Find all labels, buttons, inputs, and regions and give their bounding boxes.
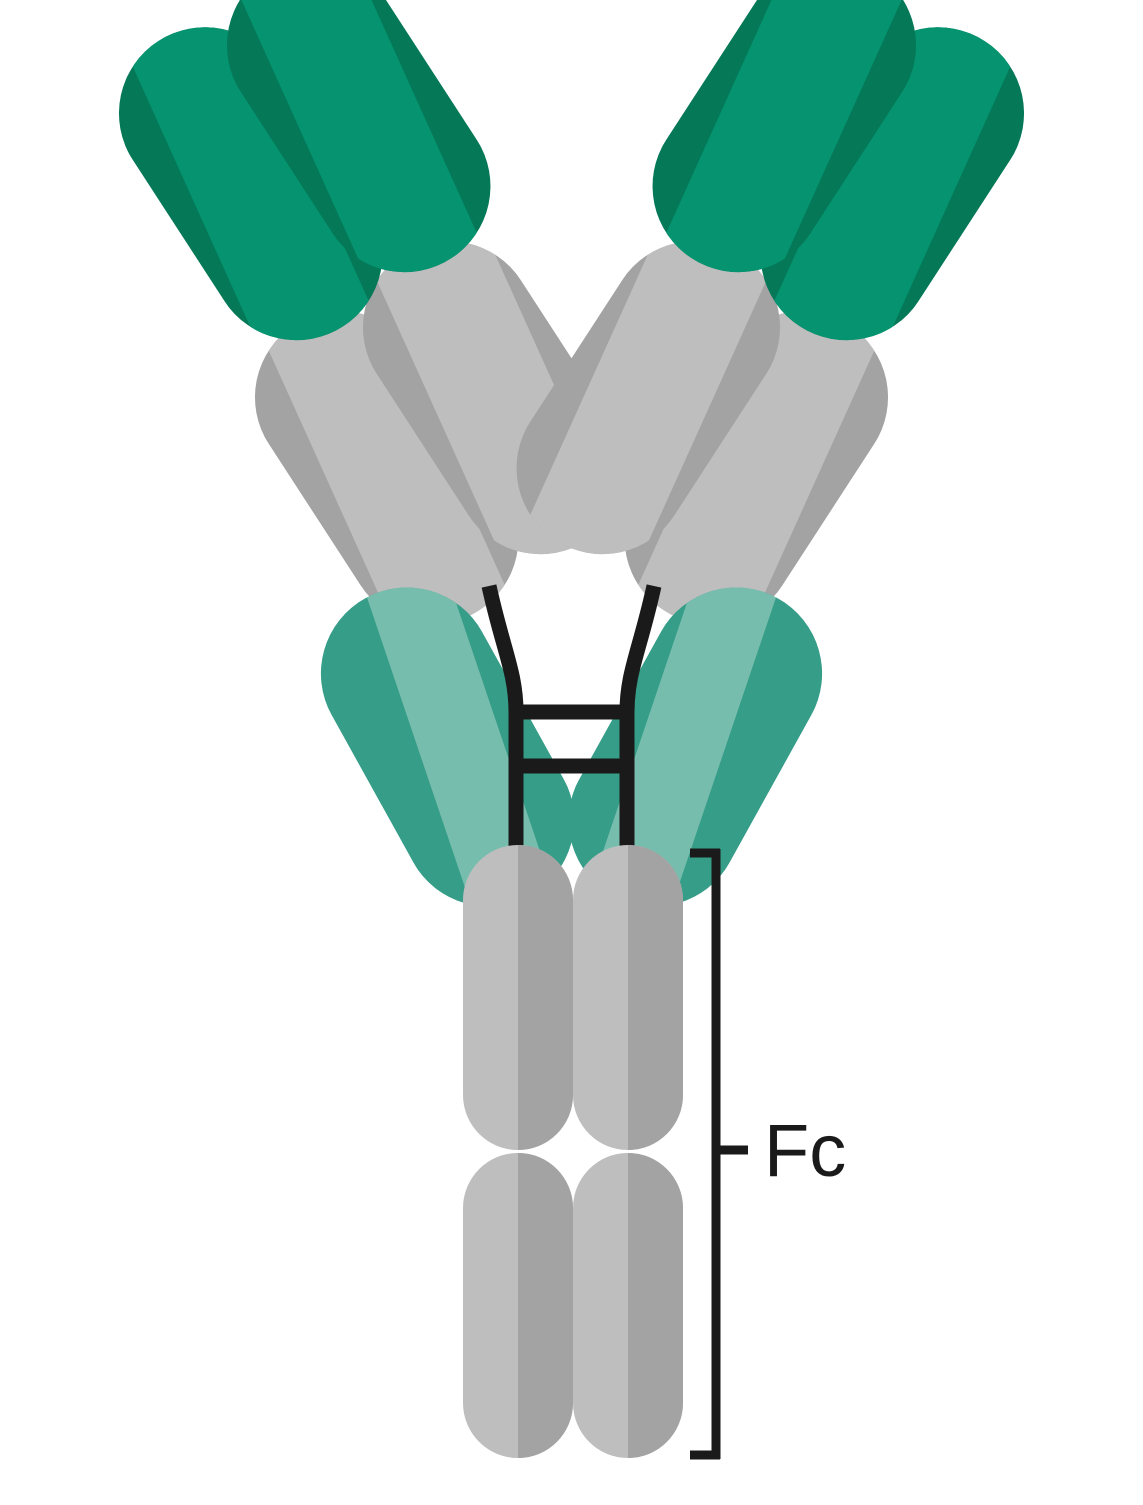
fc-bracket [690, 848, 748, 1460]
domain-right-CL [591, 278, 921, 658]
domain-fc-CH2-right [573, 845, 683, 1150]
fc-region-group [463, 845, 683, 1458]
disulfide-bonds [510, 704, 633, 774]
domain-fc-CH3-left [463, 1153, 573, 1458]
left-arm-group [86, 0, 660, 938]
domain-left-VH [194, 0, 524, 306]
domain-right-CH1 [483, 208, 813, 588]
domain-fc-CH3-right [573, 1153, 683, 1458]
domain-left-CL2 [290, 556, 606, 938]
fc-label: Fc [764, 1109, 846, 1192]
right-arm-group [483, 0, 1057, 938]
domain-left-VL [86, 0, 416, 374]
domain-right-VL [727, 0, 1057, 374]
domain-right-CL2 [537, 556, 853, 938]
domain-fc-CH2-left [463, 845, 573, 1150]
domain-left-CL [222, 278, 552, 658]
domain-right-VH [619, 0, 949, 306]
